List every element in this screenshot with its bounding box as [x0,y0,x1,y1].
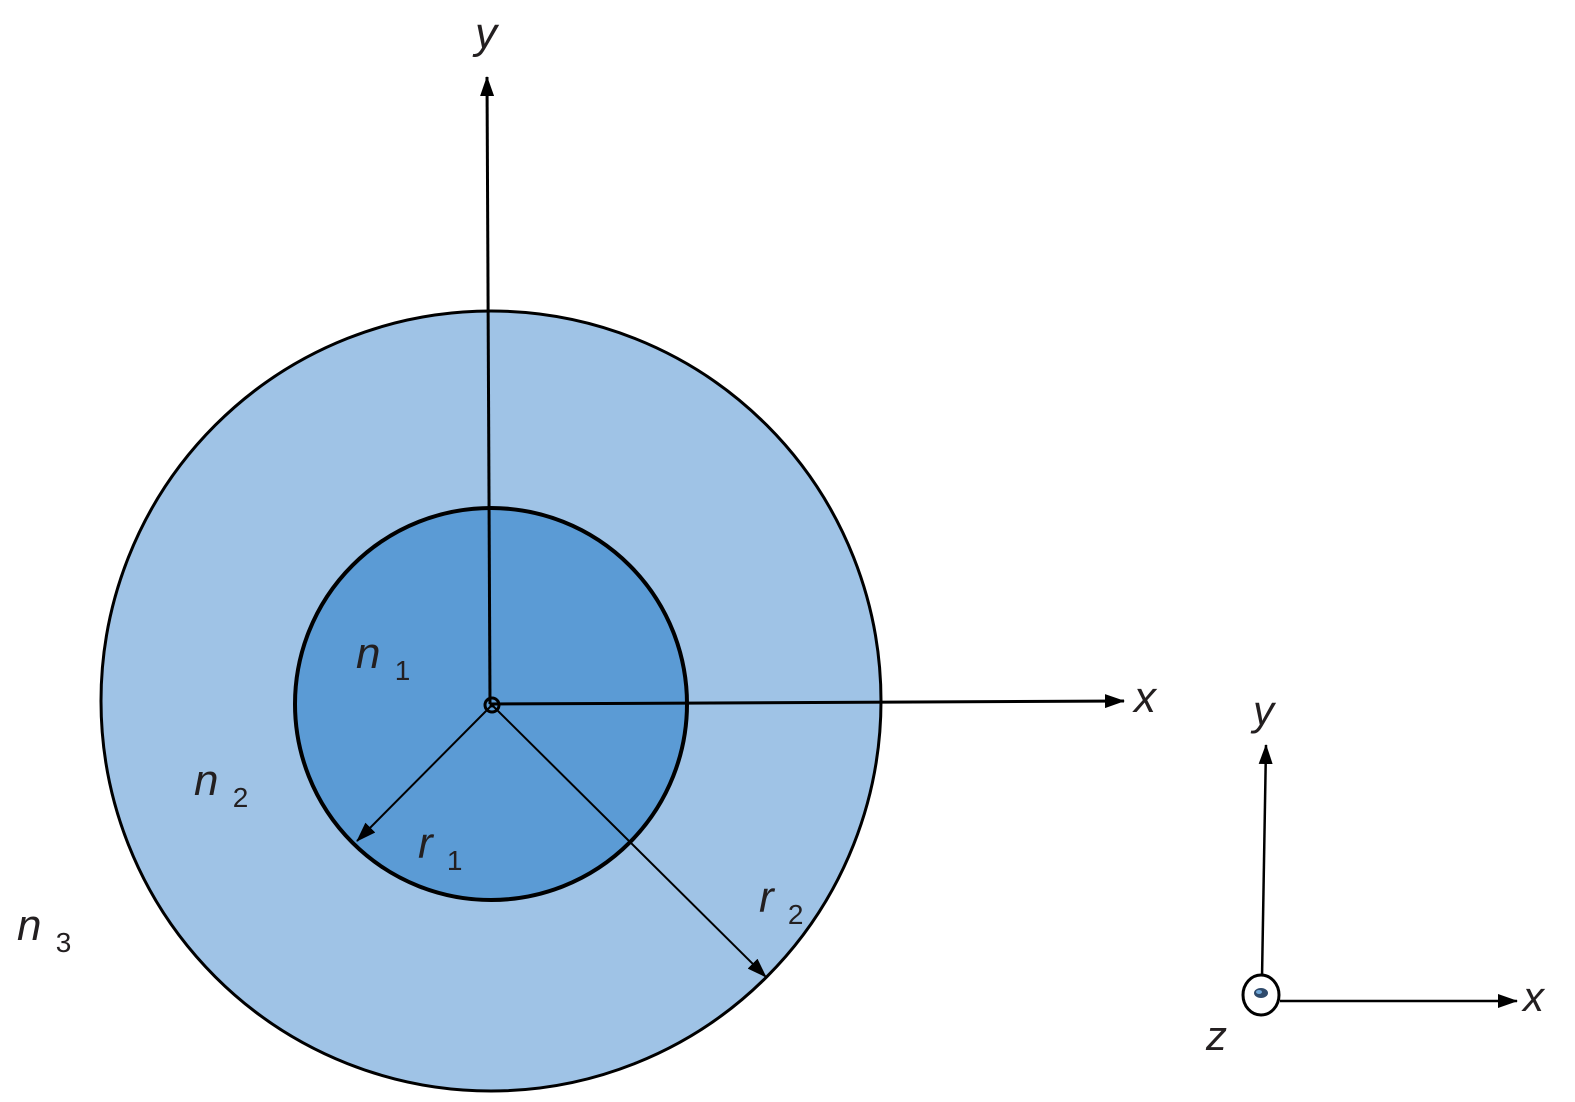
cladding-index-label: n 2 [194,756,248,813]
outer-radius-subscript: 2 [788,899,804,930]
outer-radius-symbol: r [759,873,776,922]
triad-x-label: x [1521,973,1546,1020]
cladding-index-subscript: 2 [233,782,249,813]
core-index-symbol: n [356,629,380,678]
surrounding-index-symbol: n [17,901,41,950]
inner-radius-subscript: 1 [447,845,463,876]
cladding-index-symbol: n [194,756,218,805]
core-index-subscript: 1 [395,655,411,686]
surrounding-index-label: n 3 [17,901,71,958]
triad-y-label: y [1250,687,1277,734]
main-y-axis [480,76,495,705]
outer-radius-label: r 2 [759,873,803,930]
triad-z-axis-dot-highlight [1256,990,1262,994]
inner-radius-label: r 1 [418,819,462,876]
main-x-axis-label: x [1132,673,1158,722]
main-y-axis-label: y [472,9,500,58]
surrounding-index-subscript: 3 [56,927,72,958]
inner-radius-symbol: r [418,819,435,868]
origin-point [483,696,501,714]
triad-y-axis [1258,744,1273,979]
core-index-label: n 1 [356,629,410,686]
coordinate-triad: y x z [1205,687,1546,1059]
inner-radius-arrow [356,704,493,842]
main-x-axis [490,694,1125,709]
triad-z-label: z [1205,1012,1227,1059]
outer-radius-arrow [491,704,767,978]
